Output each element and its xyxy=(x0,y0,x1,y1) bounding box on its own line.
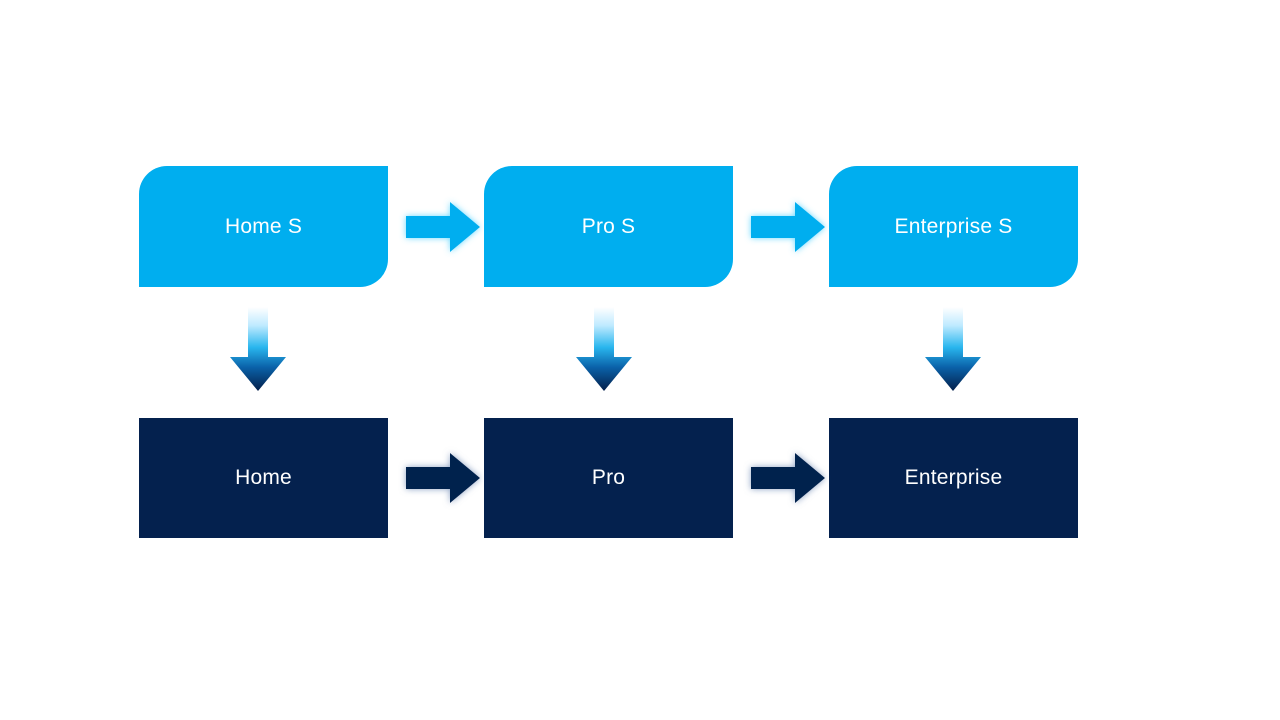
arrow-pro-to-enterprise xyxy=(751,452,825,504)
arrow-pro-s-to-enterprise-s xyxy=(751,201,825,253)
node-home[interactable]: Home xyxy=(139,418,388,538)
node-label: Enterprise xyxy=(904,466,1003,490)
arrow-home-to-pro xyxy=(406,452,480,504)
node-label: Pro xyxy=(591,466,626,490)
node-pro[interactable]: Pro xyxy=(484,418,733,538)
node-enterprise-s[interactable]: Enterprise S xyxy=(829,166,1078,287)
node-pro-s[interactable]: Pro S xyxy=(484,166,733,287)
node-label: Pro S xyxy=(581,214,636,238)
arrow-home-s-to-pro-s xyxy=(406,201,480,253)
node-label: Home xyxy=(235,466,292,490)
node-enterprise[interactable]: Enterprise xyxy=(829,418,1078,538)
node-label: Enterprise S xyxy=(894,214,1013,238)
arrow-home-s-to-home xyxy=(230,307,286,391)
node-home-s[interactable]: Home S xyxy=(139,166,388,287)
arrow-enterprise-s-to-enterprise xyxy=(925,307,981,391)
arrow-pro-s-to-pro xyxy=(576,307,632,391)
node-label: Home S xyxy=(224,214,303,238)
